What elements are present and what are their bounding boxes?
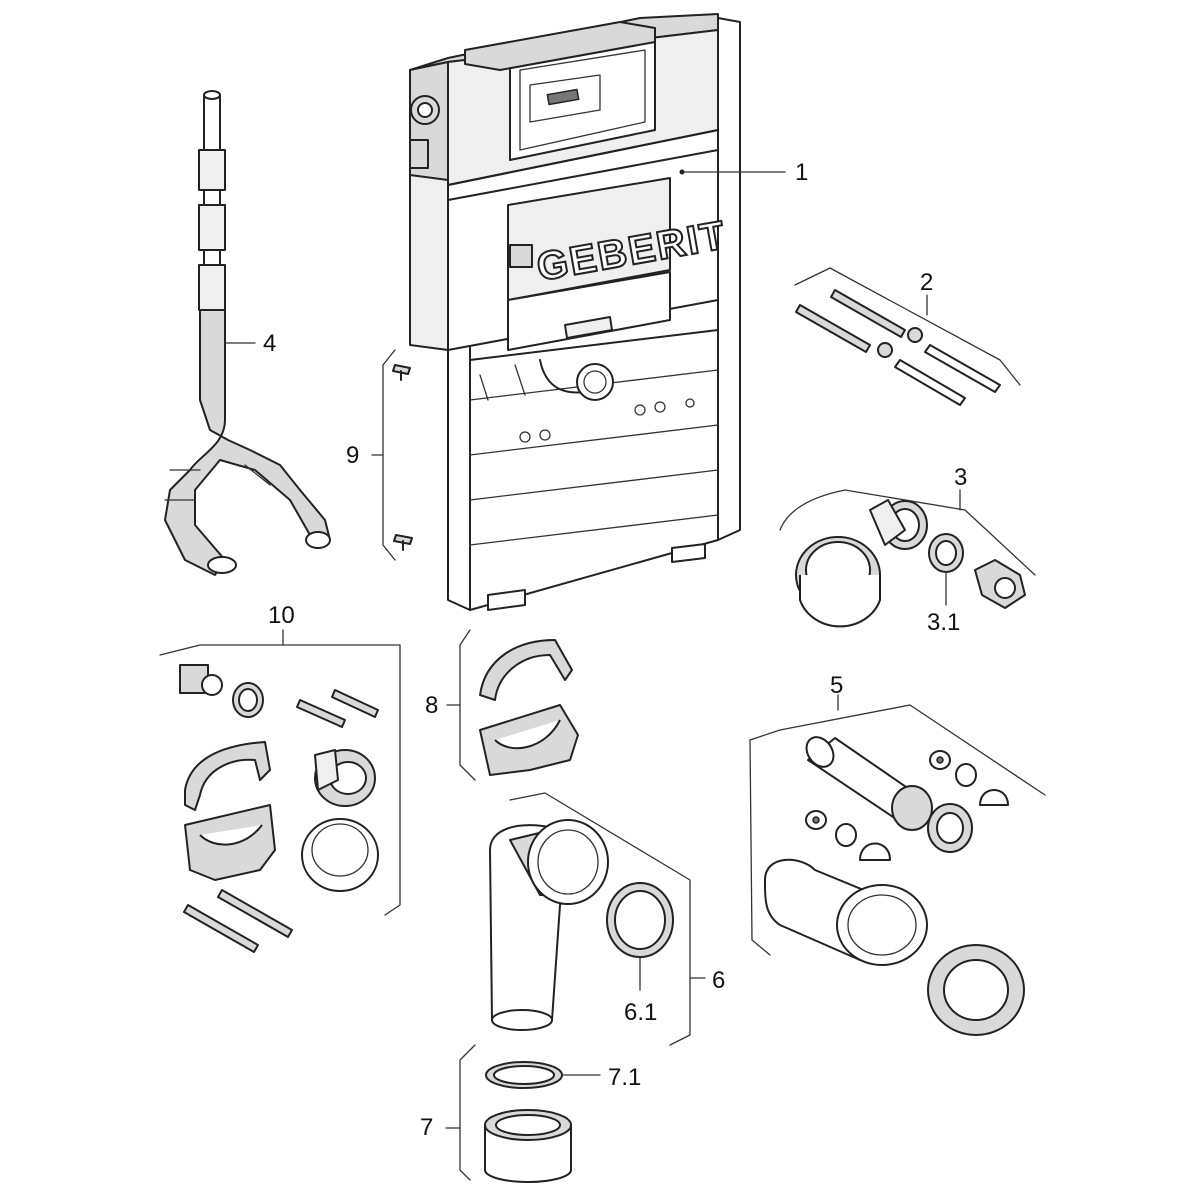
leader-lines: [282, 169, 961, 1129]
callout-7: 7: [420, 1114, 433, 1141]
callout-6: 6: [712, 967, 725, 994]
part-6-outlet-bend: [489, 792, 706, 1046]
part-9-screws: [382, 349, 413, 561]
callout-8: 8: [425, 692, 438, 719]
callout-3: 3: [954, 464, 967, 491]
callout-5: 5: [830, 672, 843, 699]
part-7-adapter: [459, 1044, 601, 1183]
part-3-connector-set: [779, 489, 1036, 628]
part-2-threaded-rods: [794, 267, 1021, 406]
part-4-flush-pipe: [164, 90, 331, 576]
part-10-fixing-set: [159, 644, 401, 953]
part-8-clip-bracket: [459, 629, 579, 781]
callout-7-1: 7.1: [608, 1064, 641, 1091]
part-5-connection-set: [749, 704, 1046, 1036]
callout-4: 4: [263, 330, 276, 357]
part-1-installation-frame: GEBERIT: [409, 13, 741, 611]
callout-3-1: 3.1: [927, 609, 960, 636]
callout-6-1: 6.1: [624, 999, 657, 1026]
callout-10: 10: [268, 602, 295, 629]
callout-1: 1: [795, 159, 808, 186]
callout-2: 2: [920, 269, 933, 296]
callout-9: 9: [346, 442, 359, 469]
callout-labels: 1 2 3 3.1 4 5 6 6.1 7 7.1 8 9 10: [263, 159, 967, 1141]
